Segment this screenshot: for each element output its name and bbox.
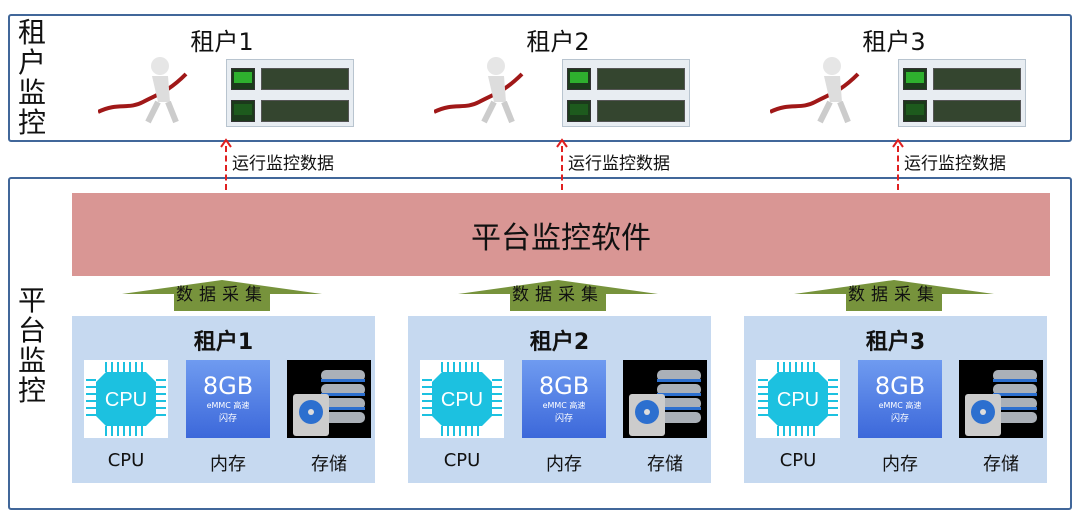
storage-database-icon [959, 360, 1043, 438]
tenant-name: 租户3 [865, 330, 926, 355]
monitor-screenshot [226, 59, 354, 127]
data-collect-arrow: 数据采集 [794, 279, 994, 311]
tenant-monitor-label: 租户监控 [17, 16, 46, 139]
cpu-icon: CPU [420, 360, 504, 438]
data-arrow-line [225, 146, 227, 190]
platform-software-label: 平台监控软件 [471, 220, 651, 256]
memory-caption: 内存 [882, 454, 918, 475]
data-flow-label: 运行监控数据 [568, 154, 670, 174]
data-flow-label: 运行监控数据 [232, 154, 334, 174]
storage-database-icon [623, 360, 707, 438]
cpu-icon: CPU [756, 360, 840, 438]
tenant-monitor-section [8, 14, 1072, 142]
platform-monitor-section [8, 177, 1072, 510]
data-collect-label: 数据采集 [512, 285, 604, 305]
monitor-screenshot [562, 59, 690, 127]
platform-monitor-label: 平台监控 [17, 284, 46, 407]
svg-text:CPU: CPU [105, 389, 147, 411]
arrow-up-icon [220, 138, 232, 148]
memory-chip-icon: 8GB eMMC 高速 闪存 [522, 360, 606, 438]
tenant-name: 租户1 [193, 330, 254, 355]
cpu-icon: CPU [84, 360, 168, 438]
storage-caption: 存储 [983, 454, 1019, 475]
tenant-resource-box: 租户1 CPU 8GB eMMC 高速 闪存 CPU 内存 存储 [72, 316, 375, 483]
data-collect-arrow: 数据采集 [122, 279, 322, 311]
tenant-resource-box: 租户3 CPU 8GB eMMC 高速 闪存 CPU 内存 存储 [744, 316, 1047, 483]
data-flow-label: 运行监控数据 [904, 154, 1006, 174]
data-collect-label: 数据采集 [848, 285, 940, 305]
cpu-caption: CPU [443, 450, 481, 471]
storage-caption: 存储 [647, 454, 683, 475]
tenant-monitor-title: 租户2 [526, 28, 590, 56]
person-cable-image [97, 52, 198, 128]
platform-monitor-software: 平台监控软件 [72, 193, 1050, 276]
memory-chip-icon: 8GB eMMC 高速 闪存 [186, 360, 270, 438]
tenant-monitor-title: 租户3 [862, 28, 926, 56]
tenant-resource-box: 租户2 CPU 8GB eMMC 高速 闪存 CPU 内存 存储 [408, 316, 711, 483]
cpu-caption: CPU [779, 450, 817, 471]
person-cable-image [433, 52, 534, 128]
tenant-name: 租户2 [529, 330, 590, 355]
svg-text:CPU: CPU [777, 389, 819, 411]
memory-caption: 内存 [546, 454, 582, 475]
data-arrow-line [897, 146, 899, 190]
data-collect-arrow: 数据采集 [458, 279, 658, 311]
storage-caption: 存储 [311, 454, 347, 475]
svg-text:CPU: CPU [441, 389, 483, 411]
memory-chip-icon: 8GB eMMC 高速 闪存 [858, 360, 942, 438]
arrow-up-icon [556, 138, 568, 148]
arrow-up-icon [892, 138, 904, 148]
storage-database-icon [287, 360, 371, 438]
cpu-caption: CPU [107, 450, 145, 471]
person-cable-image [769, 52, 870, 128]
monitor-screenshot [898, 59, 1026, 127]
tenant-monitor-title: 租户1 [190, 28, 254, 56]
data-collect-label: 数据采集 [176, 285, 268, 305]
data-arrow-line [561, 146, 563, 190]
memory-caption: 内存 [210, 454, 246, 475]
